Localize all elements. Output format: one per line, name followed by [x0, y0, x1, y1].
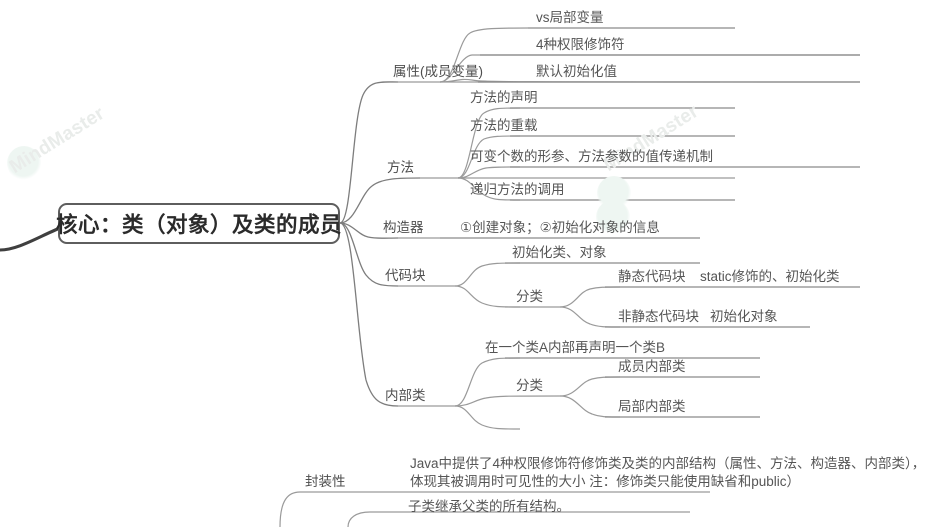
mindmaster-watermark: MindMaster	[600, 100, 703, 176]
leaf-node-varargs-and-param-passing[interactable]: 可变个数的形参、方法参数的值传递机制	[470, 149, 713, 164]
leaf-node-non-static-code-block-detail[interactable]: 初始化对象	[710, 309, 778, 324]
leaf-node-inner-class-definition[interactable]: 在一个类A内部再声明一个类B	[485, 340, 666, 355]
branch-node-inner-class-category[interactable]: 分类	[516, 378, 543, 393]
leaf-node-local-inner-class[interactable]: 局部内部类	[618, 399, 686, 414]
leaf-node-recursive-call[interactable]: 递归方法的调用	[470, 182, 565, 197]
leaf-node-static-code-block-detail[interactable]: static修饰的、初始化类	[700, 269, 840, 284]
branch-node-inner-class[interactable]: 内部类	[385, 388, 426, 403]
leaf-node-inheritance-detail[interactable]: 子类继承父类的所有结构。	[408, 499, 570, 514]
branch-node-constructor[interactable]: 构造器	[383, 220, 424, 235]
leaf-node-static-code-block[interactable]: 静态代码块	[618, 269, 686, 284]
leaf-node-constructor-purpose[interactable]: ①创建对象；②初始化对象的信息	[460, 220, 660, 235]
leaf-node-vs-local-variable[interactable]: vs局部变量	[536, 10, 604, 25]
root-node[interactable]: 核心：类（对象）及类的成员	[56, 203, 342, 244]
mindmaster-watermark: MindMaster	[6, 102, 109, 178]
branch-node-method[interactable]: 方法	[387, 160, 414, 175]
leaf-node-init-class-object[interactable]: 初始化类、对象	[512, 245, 607, 260]
leaf-node-encapsulation-detail[interactable]: Java中提供了4种权限修饰符修饰类及类的内部结构（属性、方法、构造器、内部类）…	[410, 456, 926, 490]
leaf-node-default-init-value[interactable]: 默认初始化值	[536, 64, 617, 79]
leaf-node-member-inner-class[interactable]: 成员内部类	[618, 359, 686, 374]
leaf-node-access-modifiers[interactable]: 4种权限修饰符	[536, 37, 625, 52]
branch-node-attribute[interactable]: 属性(成员变量)	[393, 64, 483, 79]
leaf-node-method-declaration[interactable]: 方法的声明	[470, 90, 538, 105]
branch-node-code-block[interactable]: 代码块	[385, 268, 426, 283]
leaf-node-non-static-code-block[interactable]: 非静态代码块	[618, 309, 699, 324]
branch-node-code-block-category[interactable]: 分类	[516, 289, 543, 304]
branch-node-encapsulation[interactable]: 封装性	[305, 474, 346, 489]
leaf-node-method-overload[interactable]: 方法的重载	[470, 118, 538, 133]
